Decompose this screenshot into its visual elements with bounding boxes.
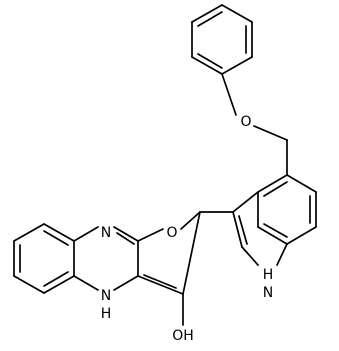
quinoxaline-n-label: N	[101, 225, 111, 241]
hydroxyl-label: OH	[172, 328, 194, 344]
furan-oxygen-label: O	[166, 225, 177, 241]
atom-labels: O O N N H N H OH	[101, 114, 274, 344]
ether-oxygen-label: O	[240, 114, 251, 130]
bond-lines	[13, 4, 317, 326]
quinoxaline-nh-label: N	[101, 288, 111, 304]
quinoxaline-nh-h-label: H	[101, 306, 112, 322]
indole-nh-h-label: H	[263, 267, 274, 283]
indole-n-label: N	[263, 285, 273, 301]
